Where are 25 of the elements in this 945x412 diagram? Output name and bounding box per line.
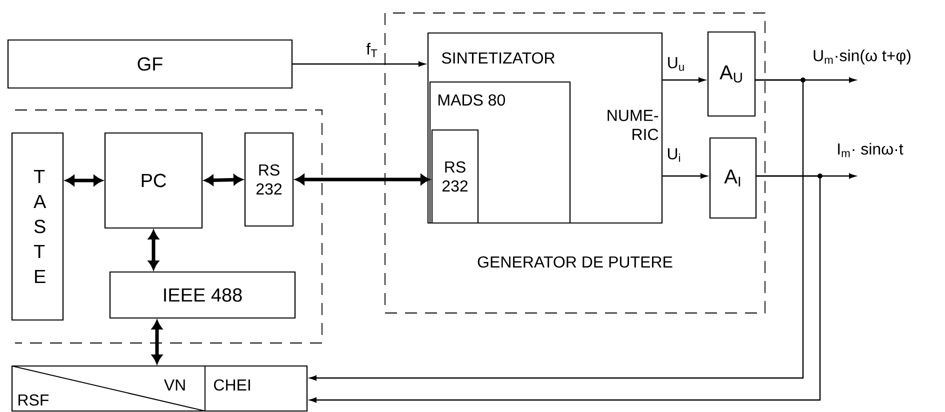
keyboard-box: T A S T E — [11, 132, 64, 321]
generator-box: GF — [7, 39, 293, 89]
arrow — [148, 230, 159, 270]
arrow — [310, 78, 806, 381]
arrow — [152, 320, 162, 364]
edge-label: f$_{T}$ — [365, 42, 379, 58]
arrow — [65, 175, 103, 186]
interface-box: IEEE 488 — [109, 271, 296, 319]
arrow — [662, 77, 706, 83]
edge-label: I$_{m}$· sinω·t — [836, 142, 904, 158]
dashed-group — [14, 110, 322, 344]
arrow — [292, 61, 426, 67]
arrow — [295, 174, 430, 185]
pc-box: PC — [104, 132, 203, 229]
switch-box: RSF VN CHEI — [11, 365, 308, 412]
arrow — [662, 173, 708, 179]
edge-label: U$_{i}$ — [666, 147, 682, 163]
amplifier-box: A$_{U}$ — [707, 31, 756, 117]
arrow — [310, 174, 822, 403]
amplifier-box: A$_{I}$ — [709, 137, 757, 219]
interface-box: RS 232 — [431, 129, 479, 224]
edge-label: U$_{m}$·sin(ω t+φ) — [812, 48, 912, 66]
edge-label: U$_{u}$ — [666, 56, 686, 72]
interface-box: RS 232 — [244, 132, 294, 227]
arrow — [204, 174, 243, 186]
